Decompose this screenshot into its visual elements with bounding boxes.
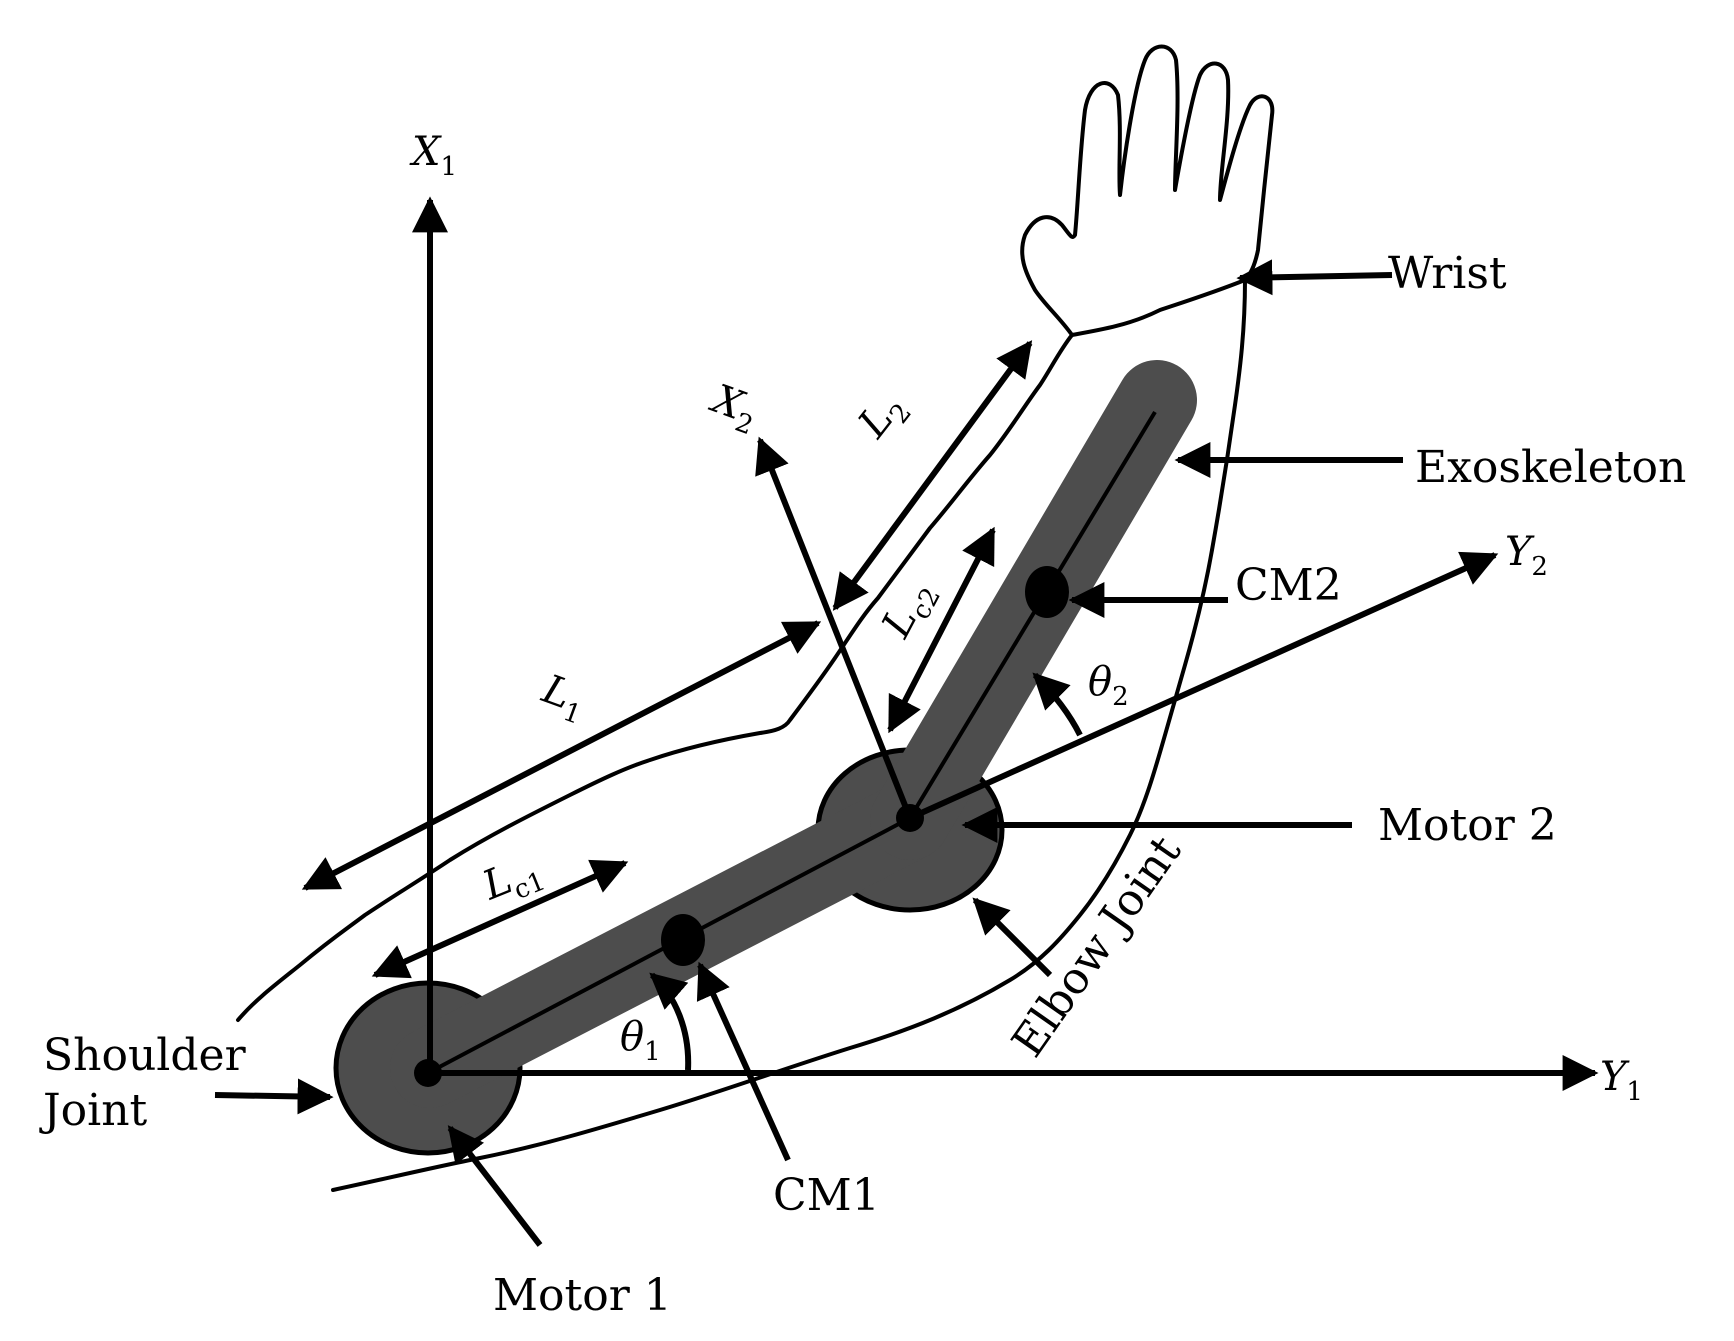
theta2-arc xyxy=(1032,672,1083,737)
shoulder-callout-arrow xyxy=(214,1078,334,1115)
l1-dimension xyxy=(301,620,822,891)
fore-link-centerline xyxy=(908,410,1157,820)
x2-symbol: X2 xyxy=(701,375,764,441)
l1-symbol: L1 xyxy=(533,666,593,731)
cm1-label: CM1 xyxy=(773,1170,880,1221)
cm2-label: CM2 xyxy=(1235,560,1342,611)
shoulder-label-line1: Shoulder xyxy=(43,1030,247,1081)
y1-symbol: Y1 xyxy=(1600,1054,1643,1107)
motor1-label: Motor 1 xyxy=(493,1270,672,1321)
cm1-callout-arrow xyxy=(696,961,791,1162)
l2-dimension xyxy=(832,340,1033,611)
lc1-symbol: Lc1 xyxy=(476,845,550,916)
elbow-joint-label: Elbow Joint xyxy=(1002,827,1191,1067)
angle-arcs xyxy=(649,672,1083,1071)
exoskeleton-label: Exoskeleton xyxy=(1415,442,1686,493)
y2-axis xyxy=(908,551,1499,821)
theta2-symbol: θ2 xyxy=(1088,659,1129,712)
arm-bottom-outline xyxy=(331,278,1247,1192)
motor2-label: Motor 2 xyxy=(1378,800,1557,851)
theta1-symbol: θ1 xyxy=(620,1014,661,1067)
x2-axis xyxy=(755,436,913,820)
y2-symbol: Y2 xyxy=(1505,529,1548,582)
wrist-callout-arrow xyxy=(1236,259,1393,296)
cm2-dot xyxy=(1025,566,1069,618)
cm1-dot xyxy=(661,914,705,966)
lc1-dimension xyxy=(371,859,629,979)
callout-arrows xyxy=(214,259,1403,1247)
lc2-dimension xyxy=(887,526,996,734)
wrist-label: Wrist xyxy=(1388,248,1507,299)
hand-outline xyxy=(1020,44,1275,337)
x1-symbol: X1 xyxy=(409,129,457,182)
exoskeleton-structure xyxy=(333,360,1197,1156)
elbow-callout-arrow xyxy=(972,897,1053,978)
dimension-arrows xyxy=(301,340,1033,979)
motor1-callout-arrow xyxy=(447,1125,543,1247)
theta1-arc xyxy=(649,972,692,1071)
shoulder-label-line2: Joint xyxy=(39,1085,148,1136)
wrist-outline xyxy=(1070,278,1247,337)
l2-symbol: L2 xyxy=(849,384,918,451)
